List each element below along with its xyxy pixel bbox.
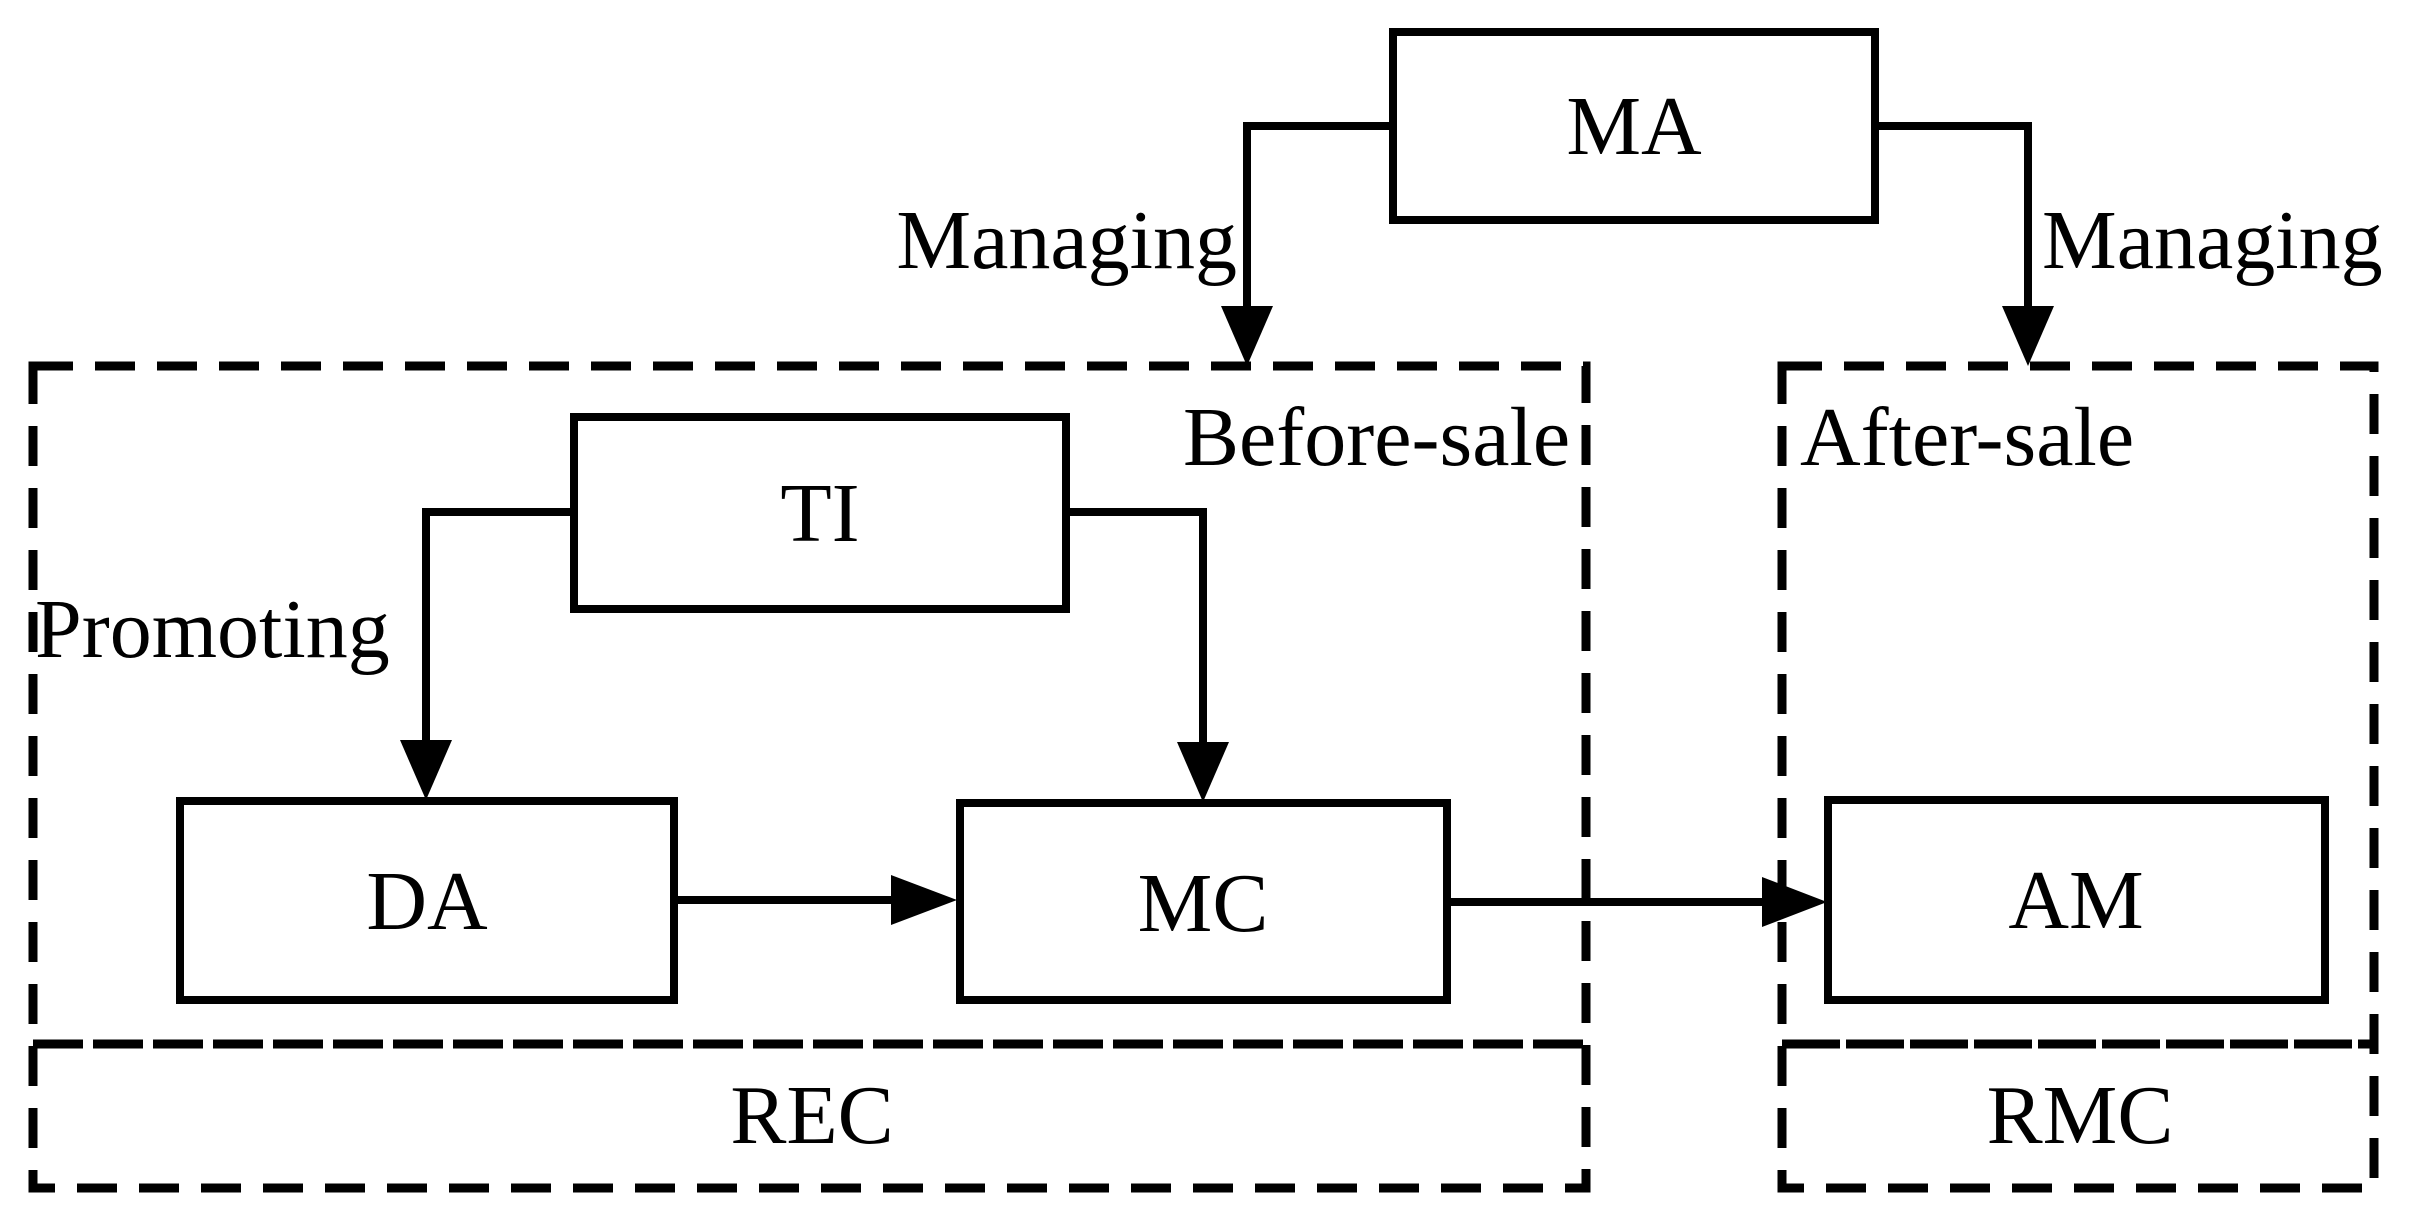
ti-to-da-line: [422, 508, 574, 742]
rec-label: REC: [730, 1069, 893, 1162]
rmc-label: RMC: [1987, 1069, 2174, 1162]
before-sale-label: Before-sale: [1183, 391, 1570, 484]
ti-to-mc-line: [1066, 508, 1207, 742]
node-ma-box: [1389, 28, 1879, 224]
managing-left-label: Managing: [896, 194, 1237, 287]
mc-to-am-arrowhead-icon: [1762, 877, 1827, 927]
node-mc-box: [956, 799, 1451, 1004]
ma-to-before-sale-arrowhead-icon: [1221, 306, 1273, 366]
node-da-label: DA: [366, 855, 488, 948]
ma-to-before-sale-line: [1243, 122, 1393, 306]
da-to-mc-arrowhead-icon: [891, 875, 957, 925]
before-sale-region-border: [28, 361, 1591, 1193]
ma-to-after-sale-arrowhead-icon: [2002, 306, 2054, 366]
promoting-label: Promoting: [35, 583, 390, 676]
node-ti-label: TI: [780, 467, 859, 560]
node-am-label: AM: [2008, 854, 2143, 947]
after-sale-region-border: [1777, 361, 2379, 1193]
node-am-box: [1824, 796, 2329, 1004]
node-ma-label: MA: [1566, 80, 1702, 173]
node-mc-label: MC: [1138, 857, 1269, 950]
after-sale-label: After-sale: [1800, 391, 2134, 484]
ma-to-after-sale-line: [1875, 122, 2032, 306]
node-da-box: [176, 797, 678, 1004]
node-ti-box: [570, 413, 1070, 613]
ti-to-mc-arrowhead-icon: [1177, 742, 1229, 802]
managing-right-label: Managing: [2042, 194, 2383, 287]
ti-to-da-arrowhead-icon: [400, 740, 452, 800]
